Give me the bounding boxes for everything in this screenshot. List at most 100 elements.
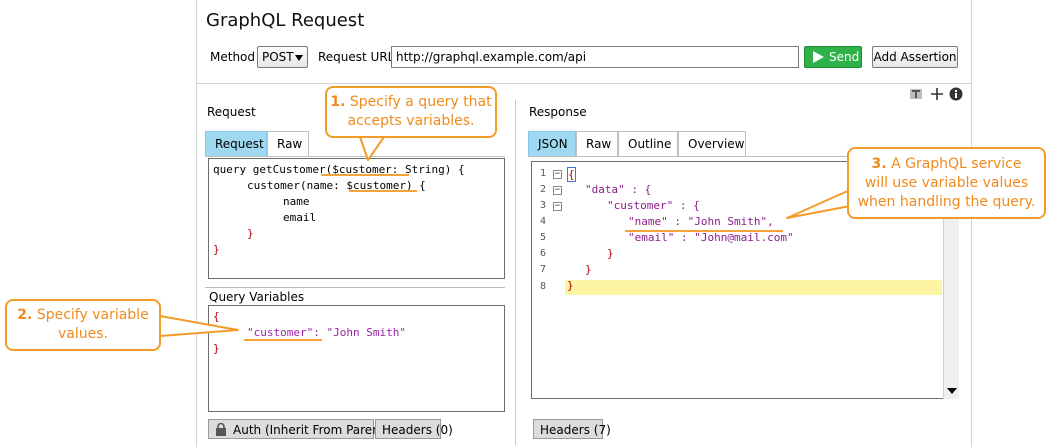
json-line-2: "data" : { [585,183,651,196]
json-line-5: "email" : "John@mail.com" [628,231,794,244]
callout-1-number: 1. [330,94,346,110]
json-line-7-text: } [585,263,592,276]
collapse-icon[interactable]: − [553,169,562,179]
response-tab-divider [528,156,960,157]
variables-editor[interactable]: { "customer": "John Smith" } [208,305,505,412]
query-line-6-text: } [213,243,220,256]
json-line-8: } [567,279,574,292]
callout-1: 1. Specify a query that accepts variable… [325,86,497,138]
query-line-4-text: email [283,211,317,224]
query-line-4: email [283,211,316,224]
scroll-down-icon[interactable] [947,388,957,394]
response-viewer[interactable]: 1 2 3 4 5 6 7 8 − − − { "data" : { "cust… [531,161,959,399]
json-line-4-text: "name" : "John Smith", [628,215,774,228]
json-line-1: { [567,167,576,182]
tab-request[interactable]: Request [205,131,267,156]
callout-1-text-b: accepts variables. [347,113,475,129]
line-number-8: 8 [540,281,547,292]
json-line-6-text: } [607,247,614,260]
variables-line-1: { [213,310,220,323]
query-line-2-text: customer(name: $customer) { [247,179,426,192]
line-number-1: 1 [540,168,547,179]
format-icon[interactable] [910,89,922,99]
add-assertion-button[interactable]: Add Assertion [872,46,958,68]
url-input[interactable]: http://graphql.example.com/api [391,46,799,68]
query-line-5: } [247,227,254,240]
query-line-2: customer(name: $customer) { [247,179,426,192]
method-select[interactable]: POST [257,46,308,68]
variable-key-underline [244,339,322,341]
query-line-1-text: query getCustomer($customer: String) { [213,163,465,176]
line-number-7: 7 [540,264,547,275]
response-headers-tab[interactable]: Headers (7) [533,419,611,439]
page-title: GraphQL Request [206,10,365,31]
response-tools [910,87,963,101]
query-line-5-text: } [247,227,254,240]
query-line-3-text: name [283,195,310,208]
chevron-down-icon [295,55,303,61]
json-line-1-text: { [568,168,575,181]
tab-divider [205,156,505,157]
customer-param-underline [321,174,409,176]
send-button[interactable]: Send [804,46,862,68]
current-line-highlight [565,280,942,295]
request-section-label: Request [207,105,256,119]
callout-3-number: 3. [871,156,887,172]
play-icon [813,51,824,63]
method-value: POST [262,50,294,64]
info-icon[interactable] [949,87,963,101]
line-number-5: 5 [540,232,547,243]
collapse-icon[interactable]: − [553,201,562,211]
json-line-2-text: "data" : { [585,183,652,196]
tab-raw[interactable]: Raw [267,131,309,156]
callout-1-text-a: Specify a query that [349,94,492,110]
variables-line-2: "customer": "John Smith" [247,326,406,339]
callout-3-text-a: A GraphQL service [891,156,1022,172]
send-label: Send [829,50,860,64]
callout-2-number: 2. [17,307,33,323]
query-line-6: } [213,243,220,256]
query-line-3: name [283,195,310,208]
auth-tab-label: Auth (Inherit From Parent) [233,423,390,437]
callout-2-text-a: Specify variable [36,307,149,323]
callout-2: 2. Specify variable values. [5,299,161,351]
name-value-underline [625,230,783,232]
callout-3-text-c: when handling the query. [857,194,1036,210]
callout-2-text-b: values. [58,326,108,342]
split-divider[interactable] [515,100,516,445]
tab-overview[interactable]: Overview [678,131,746,156]
tab-outline[interactable]: Outline [618,131,678,156]
json-line-7: } [585,263,592,276]
request-headers-tab[interactable]: Headers (0) [375,419,453,439]
line-number-6: 6 [540,248,547,259]
toolbar-divider [196,83,972,84]
variables-divider [205,287,505,288]
customer-arg-underline [349,190,417,192]
variables-line-1-text: { [213,310,220,323]
variables-line-3: } [213,342,220,355]
tab-json[interactable]: JSON [528,131,576,156]
json-line-6: } [607,247,614,260]
method-label: Method [210,50,256,64]
variables-label: Query Variables [209,290,305,304]
lock-icon [216,423,226,436]
tab-response-raw[interactable]: Raw [576,131,618,156]
line-number-4: 4 [540,216,547,227]
variables-line-3-text: } [213,342,220,355]
json-line-5-text: "email" : "John@mail.com" [628,231,794,244]
plus-icon[interactable] [931,88,943,100]
line-number-3: 3 [540,200,547,211]
collapse-icon[interactable]: − [553,185,562,195]
auth-tab[interactable]: Auth (Inherit From Parent) [208,419,389,439]
response-scrollbar[interactable] [943,162,959,399]
json-line-4: "name" : "John Smith", [628,215,774,228]
query-editor[interactable]: query getCustomer($customer: String) { c… [208,158,505,279]
variables-line-2-text: "customer": "John Smith" [247,326,406,339]
line-number-2: 2 [540,184,547,195]
json-line-3-text: "customer" : { [607,199,700,212]
query-line-1: query getCustomer($customer: String) { [213,163,465,176]
callout-3: 3. A GraphQL service will use variable v… [847,147,1046,219]
response-section-label: Response [529,105,587,119]
url-label: Request URL: [318,50,399,64]
